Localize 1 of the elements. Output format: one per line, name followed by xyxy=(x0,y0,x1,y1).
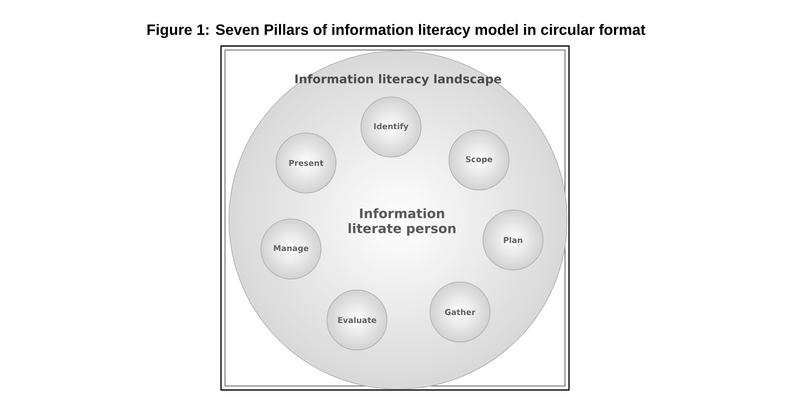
figure-title: Figure 1: Seven Pillars of information literacy model in circular format xyxy=(148,24,646,38)
